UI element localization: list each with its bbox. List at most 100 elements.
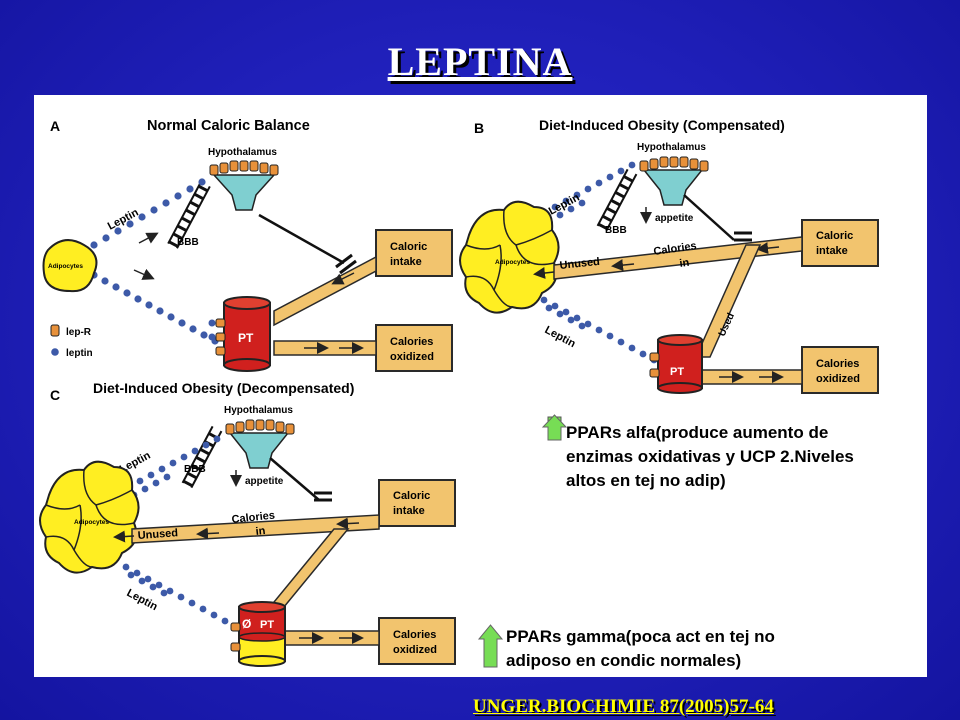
lep-r-row-c [225,419,295,435]
svg-text:PT: PT [670,366,684,378]
adipocytes-label: Adipocytes [48,263,83,270]
svg-text:Caloric: Caloric [390,241,427,253]
panel-b-letter: B [474,120,484,136]
caloric-intake-box-c: Caloric intake [378,479,456,527]
leptin-figure: A Normal Caloric Balance Hypothalamus BB… [39,117,879,670]
flow-pt-to-oxidized-b [701,369,803,385]
svg-text:Unused: Unused [559,256,600,272]
calories-oxidized-box-c: Calories oxidized [378,617,456,665]
svg-text:Leptin: Leptin [543,324,578,350]
panel-b: B Diet-Induced Obesity (Compensated) Hyp… [459,117,879,394]
svg-text:Hypothalamus: Hypothalamus [224,405,293,416]
svg-text:Unused: Unused [137,527,178,542]
leptin-label: Leptin [106,206,141,232]
lep-r-row [209,160,279,176]
inhibition-line-c [269,457,320,501]
caloric-intake-box-a: Caloric intake [375,229,453,277]
svg-text:Ø: Ø [242,617,251,631]
leptin-dots-c-lower [122,563,229,625]
svg-text:in: in [255,525,266,538]
ppar-alpha-line1: PPARs alfa(produce aumento de [566,423,828,442]
lep-r-marker [259,162,269,174]
svg-text:leptin: leptin [66,348,93,359]
calories-oxidized-box-a: Calories oxidized [375,324,453,372]
bbb-c [181,425,223,489]
pt-cylinder-b: PT [649,334,703,394]
hypothalamus-shape-c [228,432,290,469]
svg-text:Calories: Calories [653,240,698,258]
svg-text:oxidized: oxidized [816,373,860,385]
svg-text:intake: intake [390,256,422,268]
svg-text:lep-R: lep-R [66,327,92,338]
calories-oxidized-box-b: Calories oxidized [801,346,879,394]
ppar-gamma-note: PPARs gamma(poca act en tej no adiposo e… [477,624,775,670]
bbb-label: BBB [177,237,199,248]
svg-text:Caloric: Caloric [393,490,430,502]
svg-text:appetite: appetite [245,476,284,487]
svg-text:in: in [679,257,691,270]
leptin-dots-lower-a [90,271,219,345]
panel-c-heading: Diet-Induced Obesity (Decompensated) [93,380,354,396]
ppar-alpha-line3: altos en tej no adip) [566,471,726,490]
svg-text:Calories: Calories [393,629,436,641]
caloric-intake-box-b: Caloric intake [801,219,879,267]
lep-r-marker [219,162,229,174]
adipocytes-c: Adipocytes [39,460,140,574]
panel-c: C Diet-Induced Obesity (Decompensated) H… [39,380,456,667]
hypothalamus-a: Hypothalamus [208,147,279,211]
adipocytes-b: Adipocytes [459,200,560,314]
bbb-a [167,181,211,249]
panel-a: A Normal Caloric Balance Hypothalamus BB… [42,118,453,372]
svg-text:intake: intake [393,505,425,517]
panel-a-letter: A [50,118,60,134]
svg-text:BBB: BBB [605,225,627,236]
bbb-b [596,168,638,232]
svg-text:Calories: Calories [231,510,275,526]
svg-text:appetite: appetite [655,213,694,224]
flow-intake-to-pt [273,255,377,327]
svg-text:Calories: Calories [816,358,859,370]
ppar-gamma-line1: PPARs gamma(poca act en tej no [506,627,775,646]
lep-r-marker [269,164,279,176]
bbb-rungs-b [597,175,634,231]
bbb-rungs [168,184,209,248]
up-arrow-icon [541,414,568,441]
panel-a-heading: Normal Caloric Balance [147,118,310,134]
lep-r-marker [239,160,249,172]
lep-r-marker [229,160,239,172]
pt-cylinder-c: Ø PT [230,601,286,667]
leptin-dots-upper-a [90,178,206,249]
figure-panel: A Normal Caloric Balance Hypothalamus BB… [34,95,927,677]
hypothalamus-shape [212,174,276,211]
svg-text:BBB: BBB [184,464,206,475]
svg-text:Caloric: Caloric [816,230,853,242]
inhibition-line-a [258,213,345,265]
svg-text:Calories: Calories [390,336,433,348]
citation: UNGER.BIOCHIMIE 87(2005)57-64 [473,696,774,717]
svg-text:Leptin: Leptin [125,587,160,613]
ppar-alpha-note: PPARs alfa(produce aumento de enzimas ox… [541,414,854,490]
up-arrow-icon [477,624,504,668]
svg-text:Adipocytes: Adipocytes [495,259,530,266]
svg-text:Leptin: Leptin [547,191,582,217]
pt-cylinder-a: PT [208,296,271,372]
slide-title: LEPTINA [387,39,573,84]
lep-r-row-b [639,156,709,172]
panel-b-heading: Diet-Induced Obesity (Compensated) [539,117,785,133]
svg-text:Hypothalamus: Hypothalamus [637,142,706,153]
svg-text:PT: PT [260,619,274,631]
legend-a: lep-R leptin [50,324,93,359]
ppar-alpha-line2: enzimas oxidativas y UCP 2.Niveles [566,447,854,466]
flow-unused-c [131,514,380,544]
flow-pt-to-oxidized-c [283,630,380,646]
flow-used-b [694,244,762,358]
lep-r-marker [249,160,259,172]
svg-text:oxidized: oxidized [393,644,437,656]
ppar-gamma-line2: adiposo en condic normales) [506,651,741,670]
svg-text:Adipocytes: Adipocytes [74,519,109,526]
flow-intake-to-pt-c [263,528,350,614]
bbb-rungs-c [182,432,219,488]
svg-text:oxidized: oxidized [390,351,434,363]
lep-r-marker [209,164,219,176]
